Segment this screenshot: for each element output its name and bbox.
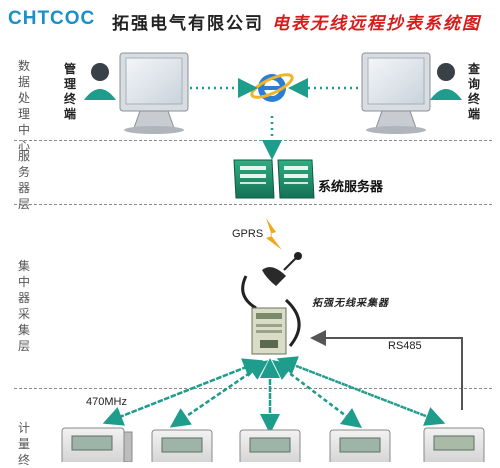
server-label: 系统服务器 bbox=[318, 179, 384, 194]
server-icon bbox=[277, 159, 315, 199]
layer-label-server: 服务器层 bbox=[17, 149, 30, 211]
internet-explorer-icon bbox=[250, 73, 294, 102]
meter-icon bbox=[151, 429, 213, 462]
monitor-icon bbox=[119, 52, 189, 134]
meter-icon bbox=[423, 427, 485, 462]
user-icon bbox=[430, 63, 462, 100]
header: CHTCOC 拓强电气有限公司 电表无线远程抄表系统图 bbox=[0, 0, 500, 40]
collector-label: 拓强无线采集器 bbox=[312, 298, 389, 309]
meter-icon bbox=[61, 427, 133, 462]
monitor-icon bbox=[361, 52, 431, 134]
admin-terminal-label: 管理终端 bbox=[64, 62, 77, 121]
lightning-icon bbox=[266, 218, 282, 250]
user-icon bbox=[84, 63, 116, 100]
collector-device-icon bbox=[241, 252, 302, 355]
diagram-title: 电表无线远程抄表系统图 bbox=[272, 14, 481, 33]
server-icon bbox=[233, 159, 275, 199]
layer-label-collector: 集中器采集层 bbox=[17, 259, 30, 353]
company-name: 拓强电气有限公司 bbox=[112, 14, 264, 33]
layer-separator bbox=[14, 140, 492, 141]
company-logo: CHTCOC bbox=[8, 8, 96, 29]
meter-icon bbox=[329, 429, 391, 462]
layer-label-data-center: 数据处理中心 bbox=[17, 59, 30, 153]
meter-icon bbox=[239, 429, 301, 462]
rf-frequency-label: 470MHz bbox=[86, 396, 127, 408]
layer-separator bbox=[14, 388, 492, 389]
query-terminal-label: 查询终端 bbox=[468, 62, 481, 121]
rs485-label: RS485 bbox=[388, 340, 422, 352]
gprs-label: GPRS bbox=[232, 228, 264, 240]
layer-separator bbox=[14, 204, 492, 205]
